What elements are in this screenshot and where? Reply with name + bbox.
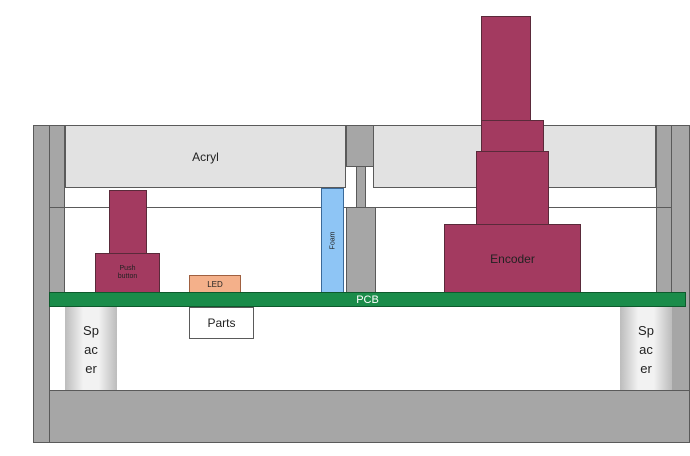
push-button-label: Push button: [117, 265, 138, 280]
bottom-base: [49, 390, 690, 443]
led-label: LED: [207, 279, 223, 289]
right-inner-post: [656, 125, 672, 293]
right-wall: [671, 125, 690, 391]
parts: Parts: [189, 307, 254, 339]
led: LED: [189, 275, 241, 293]
foam-label: Foam: [329, 231, 336, 250]
left-inner-post: [49, 125, 65, 293]
spacer-right-label: Sp ac er: [638, 322, 654, 376]
spacer-right: Sp ac er: [620, 307, 672, 391]
spacer-left-label: Sp ac er: [83, 322, 99, 376]
encoder-shaft-mid: [481, 120, 544, 152]
encoder-label: Encoder: [490, 251, 535, 266]
pcb: PCB: [49, 292, 686, 307]
center-post-base: [346, 207, 376, 293]
acryl-plate-left: Acryl: [65, 125, 346, 188]
push-button-body: Push button: [95, 253, 160, 293]
left-wall: [33, 125, 50, 443]
push-button-cap: [109, 190, 147, 254]
spacer-left: Sp ac er: [65, 307, 117, 391]
center-post-stem: [356, 166, 366, 208]
encoder-shaft-top: [481, 16, 531, 121]
pcb-label: PCB: [356, 293, 379, 306]
encoder-neck: [476, 151, 549, 225]
acryl-label: Acryl: [192, 149, 219, 164]
center-post-top: [346, 125, 374, 167]
parts-label: Parts: [207, 316, 236, 330]
foam: Foam: [321, 188, 344, 293]
encoder-body: Encoder: [444, 224, 581, 293]
